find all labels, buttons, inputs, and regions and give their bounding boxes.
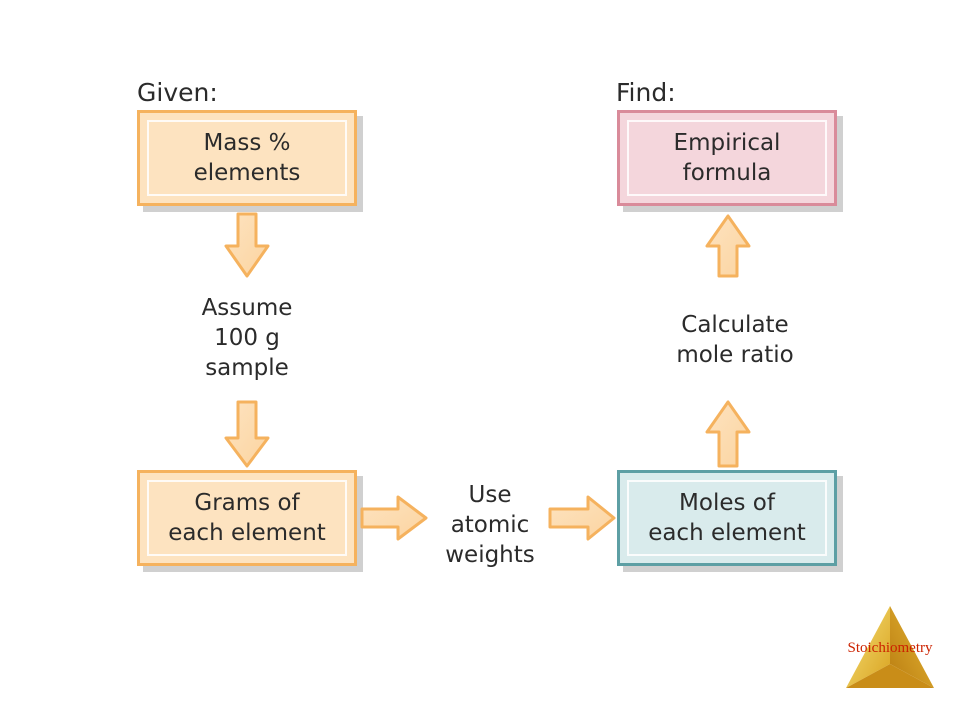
assume-step-text: Assume 100 g sample	[201, 295, 293, 381]
mass-percent-text: Mass % elements	[193, 130, 301, 186]
pyramid-logo-icon	[846, 606, 934, 688]
grams-box: Grams of each element	[137, 470, 357, 566]
empirical-formula-text: Empirical formula	[673, 130, 781, 186]
right-arrow-2	[548, 495, 616, 541]
moles-text: Moles of each element	[648, 490, 806, 546]
up-arrow-1	[705, 400, 751, 468]
empirical-formula-box: Empirical formula	[617, 110, 837, 206]
grams-text: Grams of each element	[168, 490, 326, 546]
moles-box: Moles of each element	[617, 470, 837, 566]
down-arrow-1	[224, 212, 270, 278]
right-arrow-1	[360, 495, 428, 541]
mass-percent-box: Mass % elements	[137, 110, 357, 206]
logo-text: Stoichiometry	[847, 640, 933, 656]
find-label: Find:	[616, 78, 676, 107]
up-arrow-2	[705, 214, 751, 278]
atomic-weights-step-text: Use atomic weights	[445, 482, 535, 568]
mole-ratio-step-text: Calculate mole ratio	[676, 312, 794, 368]
given-label: Given:	[137, 78, 218, 107]
down-arrow-2	[224, 400, 270, 468]
